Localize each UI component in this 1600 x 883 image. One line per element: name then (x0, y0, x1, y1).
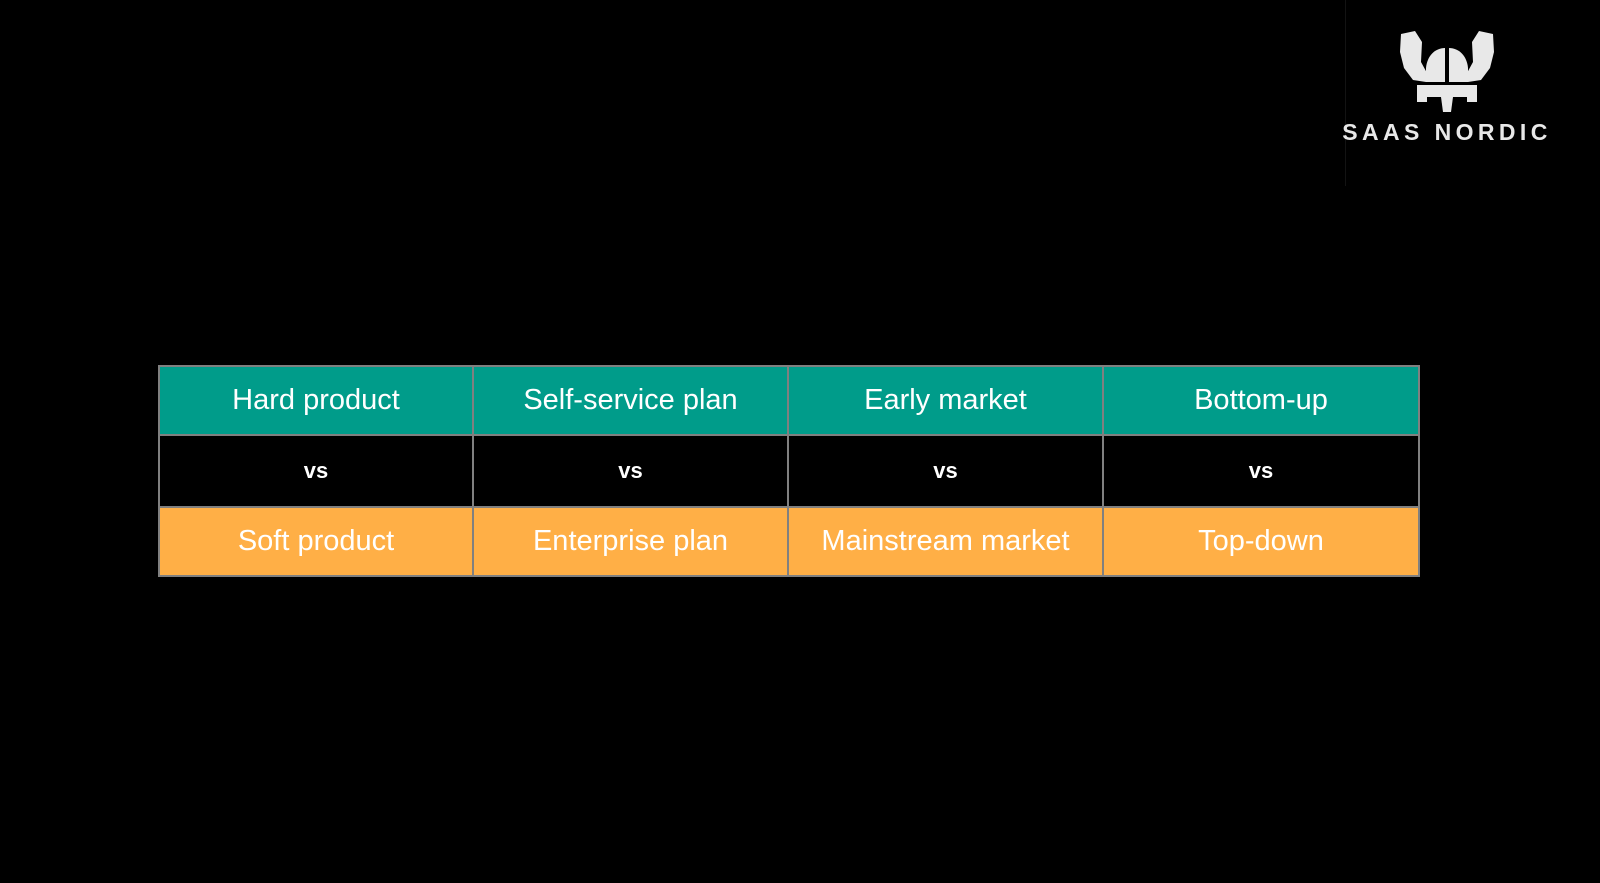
viking-helmet-icon (1400, 31, 1494, 112)
cell-bottom-1: Soft product (158, 506, 474, 577)
header-divider (1345, 0, 1346, 186)
cell-top-4: Bottom-up (1102, 365, 1420, 436)
brand-logo: SAAS NORDIC (1342, 28, 1547, 156)
table-row-top: Hard product Self-service plan Early mar… (158, 365, 1420, 436)
cell-vs-3: vs (787, 434, 1104, 508)
cell-top-1: Hard product (158, 365, 474, 436)
table-row-bottom: Soft product Enterprise plan Mainstream … (158, 506, 1420, 577)
cell-top-3: Early market (787, 365, 1104, 436)
cell-bottom-3: Mainstream market (787, 506, 1104, 577)
brand-wordmark: SAAS NORDIC (1342, 119, 1552, 145)
table-row-separator: vs vs vs vs (158, 434, 1420, 508)
cell-vs-4: vs (1102, 434, 1420, 508)
comparison-table: Hard product Self-service plan Early mar… (158, 365, 1420, 577)
cell-vs-1: vs (158, 434, 474, 508)
cell-top-2: Self-service plan (472, 365, 789, 436)
cell-vs-2: vs (472, 434, 789, 508)
cell-bottom-2: Enterprise plan (472, 506, 789, 577)
cell-bottom-4: Top-down (1102, 506, 1420, 577)
